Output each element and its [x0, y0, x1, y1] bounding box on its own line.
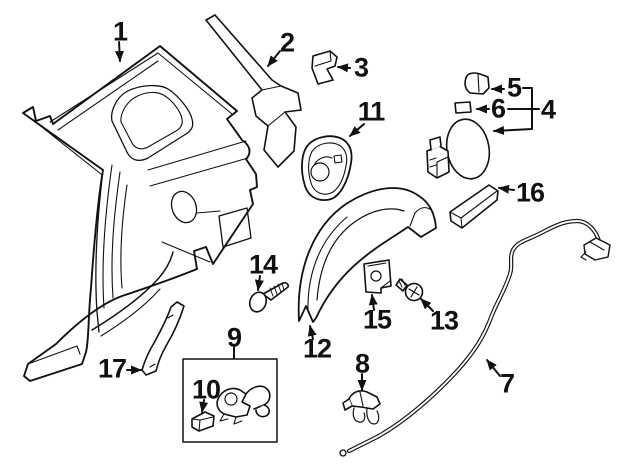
- release-cable-drawing: [339, 218, 611, 457]
- bolt-drawing: [248, 281, 289, 313]
- callout-9[interactable]: 9: [226, 322, 242, 353]
- wheelhouse-liner-drawing: [297, 187, 437, 323]
- callout-13[interactable]: 13: [429, 305, 459, 336]
- callout-7[interactable]: 7: [499, 368, 515, 399]
- callout-15[interactable]: 15: [362, 304, 392, 335]
- callout-2[interactable]: 2: [279, 27, 295, 58]
- fuel-door-catch-drawing: [342, 390, 381, 425]
- screw-drawing: [395, 278, 424, 302]
- callout-12[interactable]: 12: [302, 333, 332, 364]
- callout-leader-lines: [114, 41, 540, 413]
- callout-3[interactable]: 3: [353, 52, 369, 83]
- protector-pad-drawing: [449, 184, 499, 229]
- roof-side-rail-extension-drawing: [205, 14, 302, 168]
- callout-8[interactable]: 8: [354, 348, 370, 379]
- callout-11[interactable]: 11: [357, 96, 386, 127]
- corner-bracket-drawing: [311, 50, 338, 85]
- fuel-door-pad-drawing: [454, 101, 472, 114]
- callout-5[interactable]: 5: [506, 72, 522, 103]
- callout-16[interactable]: 16: [515, 177, 545, 208]
- callout-10[interactable]: 10: [191, 374, 221, 405]
- fuel-door-bumper-cap-drawing: [464, 72, 490, 95]
- callout-14[interactable]: 14: [248, 249, 278, 280]
- callout-6[interactable]: 6: [490, 93, 506, 124]
- rocker-bracket-drawing: [141, 301, 185, 376]
- callout-1[interactable]: 1: [112, 16, 128, 47]
- latch-kit-box-drawing: [182, 358, 278, 443]
- clip-nut-drawing: [363, 259, 392, 294]
- quarter-panel-drawing: [22, 45, 258, 382]
- fuel-filler-housing-drawing: [301, 135, 353, 202]
- callout-4[interactable]: 4: [540, 94, 556, 125]
- callout-17[interactable]: 17: [97, 353, 127, 384]
- fuel-filler-door-drawing: [426, 118, 491, 180]
